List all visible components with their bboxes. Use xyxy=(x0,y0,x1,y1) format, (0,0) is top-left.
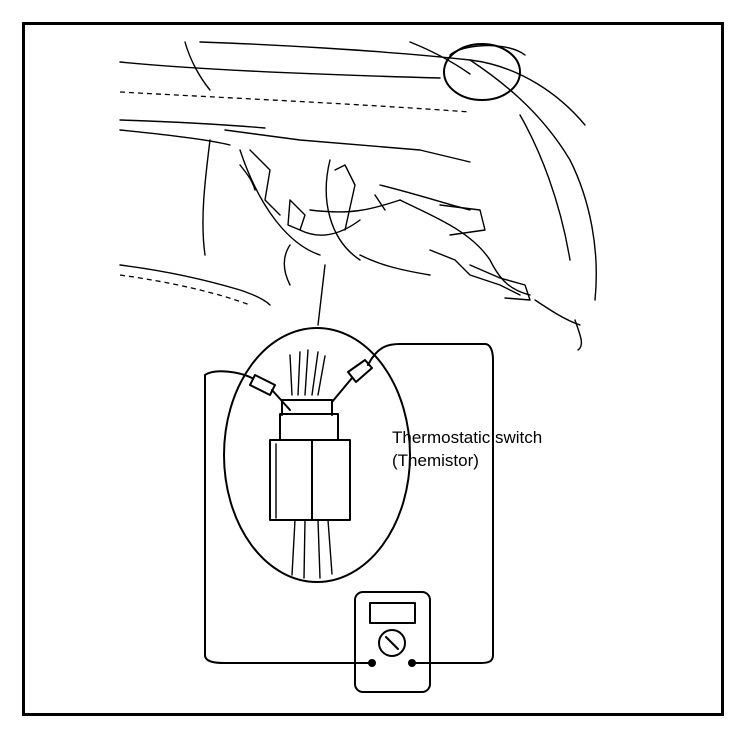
multimeter-icon xyxy=(354,591,431,693)
dashboard-illustration xyxy=(119,41,597,351)
connector-detail xyxy=(223,327,411,583)
diagram-frame xyxy=(22,22,724,716)
component-label-line2: (Themistor) xyxy=(392,451,479,470)
test-leads xyxy=(204,343,494,664)
component-label-line1: Thermostatic switch xyxy=(392,428,543,447)
leader-line xyxy=(317,264,326,326)
